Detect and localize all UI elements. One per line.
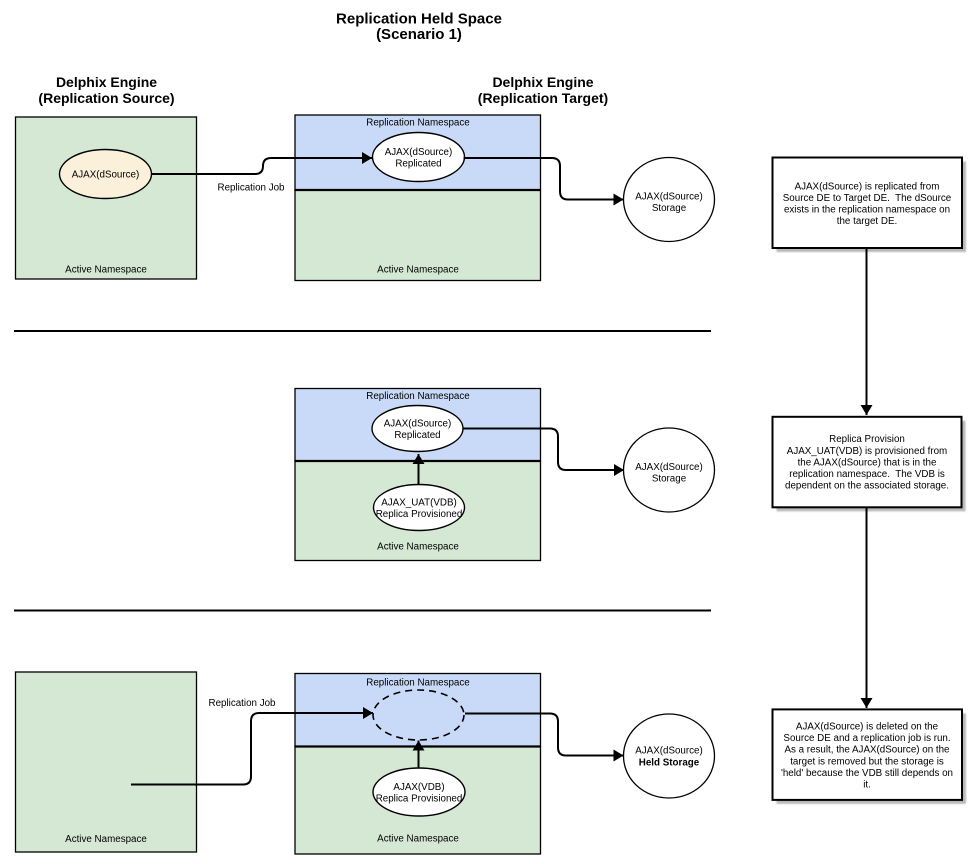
svg-text:Replication Job: Replication Job <box>209 698 277 709</box>
svg-text:Storage: Storage <box>652 473 687 484</box>
svg-text:the target DE.: the target DE. <box>837 216 897 227</box>
svg-text:Replica Provisioned: Replica Provisioned <box>376 509 463 520</box>
svg-text:exists in the replication name: exists in the replication namespace on <box>784 204 950 215</box>
svg-text:Held Storage: Held Storage <box>639 757 700 768</box>
svg-text:AJAX(VDB): AJAX(VDB) <box>393 782 444 793</box>
svg-text:Replication Held Space: Replication Held Space <box>336 10 502 27</box>
svg-text:AJAX(dSource): AJAX(dSource) <box>384 418 452 429</box>
svg-text:Replication Job: Replication Job <box>218 182 286 193</box>
svg-text:Source DE to Target DE. The d: Source DE to Target DE. The dSource <box>783 193 952 204</box>
svg-text:Replica Provision: Replica Provision <box>829 434 905 445</box>
svg-text:Delphix Engine: Delphix Engine <box>56 74 157 90</box>
svg-text:replication namespace. The VD: replication namespace. The VDB is <box>789 469 945 480</box>
svg-text:AJAX(dSource): AJAX(dSource) <box>72 169 140 180</box>
svg-text:(Replication Source): (Replication Source) <box>38 90 174 106</box>
svg-text:Source DE and a replication jo: Source DE and a replication job is run. <box>783 733 950 744</box>
svg-text:target is removed but the stor: target is removed but the storage is <box>790 756 944 767</box>
svg-text:Active Namespace: Active Namespace <box>65 834 147 845</box>
svg-text:Delphix Engine: Delphix Engine <box>492 74 593 90</box>
svg-text:AJAX(dSource): AJAX(dSource) <box>635 745 703 756</box>
svg-text:As a result, the AJAX(dSource): As a result, the AJAX(dSource) on the <box>784 745 950 756</box>
svg-text:Storage: Storage <box>652 203 687 214</box>
svg-text:AJAX_UAT(VDB) is provisioned f: AJAX_UAT(VDB) is provisioned from <box>787 446 947 457</box>
svg-text:it.: it. <box>863 780 871 791</box>
svg-text:'held' because the VDB still d: 'held' because the VDB still depends on <box>781 768 953 779</box>
svg-text:Replication Namespace: Replication Namespace <box>366 391 470 402</box>
svg-text:(Replication Target): (Replication Target) <box>478 90 608 106</box>
svg-text:Replication Namespace: Replication Namespace <box>366 678 470 689</box>
svg-text:Replication Namespace: Replication Namespace <box>366 117 470 128</box>
svg-text:Active Namespace: Active Namespace <box>377 833 459 844</box>
svg-text:Replicated: Replicated <box>394 430 440 441</box>
svg-text:the AJAX(dSource) that is in t: the AJAX(dSource) that is in the <box>798 457 937 468</box>
svg-text:AJAX(dSource) is deleted on th: AJAX(dSource) is deleted on the <box>796 722 939 733</box>
svg-text:AJAX(dSource) is replicated fr: AJAX(dSource) is replicated from <box>795 181 940 192</box>
svg-text:AJAX(dSource): AJAX(dSource) <box>385 147 453 158</box>
svg-text:AJAX_UAT(VDB): AJAX_UAT(VDB) <box>381 497 457 508</box>
svg-text:Replica Provisioned: Replica Provisioned <box>376 793 463 804</box>
svg-text:Active Namespace: Active Namespace <box>65 264 147 275</box>
svg-text:AJAX(dSource): AJAX(dSource) <box>635 462 703 473</box>
svg-text:(Scenario 1): (Scenario 1) <box>376 26 462 43</box>
svg-text:AJAX(dSource): AJAX(dSource) <box>635 191 703 202</box>
svg-text:Active Namespace: Active Namespace <box>377 541 459 552</box>
svg-text:Replicated: Replicated <box>395 158 441 169</box>
svg-text:dependent on the associated st: dependent on the associated storage. <box>785 481 949 492</box>
svg-text:Active Namespace: Active Namespace <box>377 264 459 275</box>
